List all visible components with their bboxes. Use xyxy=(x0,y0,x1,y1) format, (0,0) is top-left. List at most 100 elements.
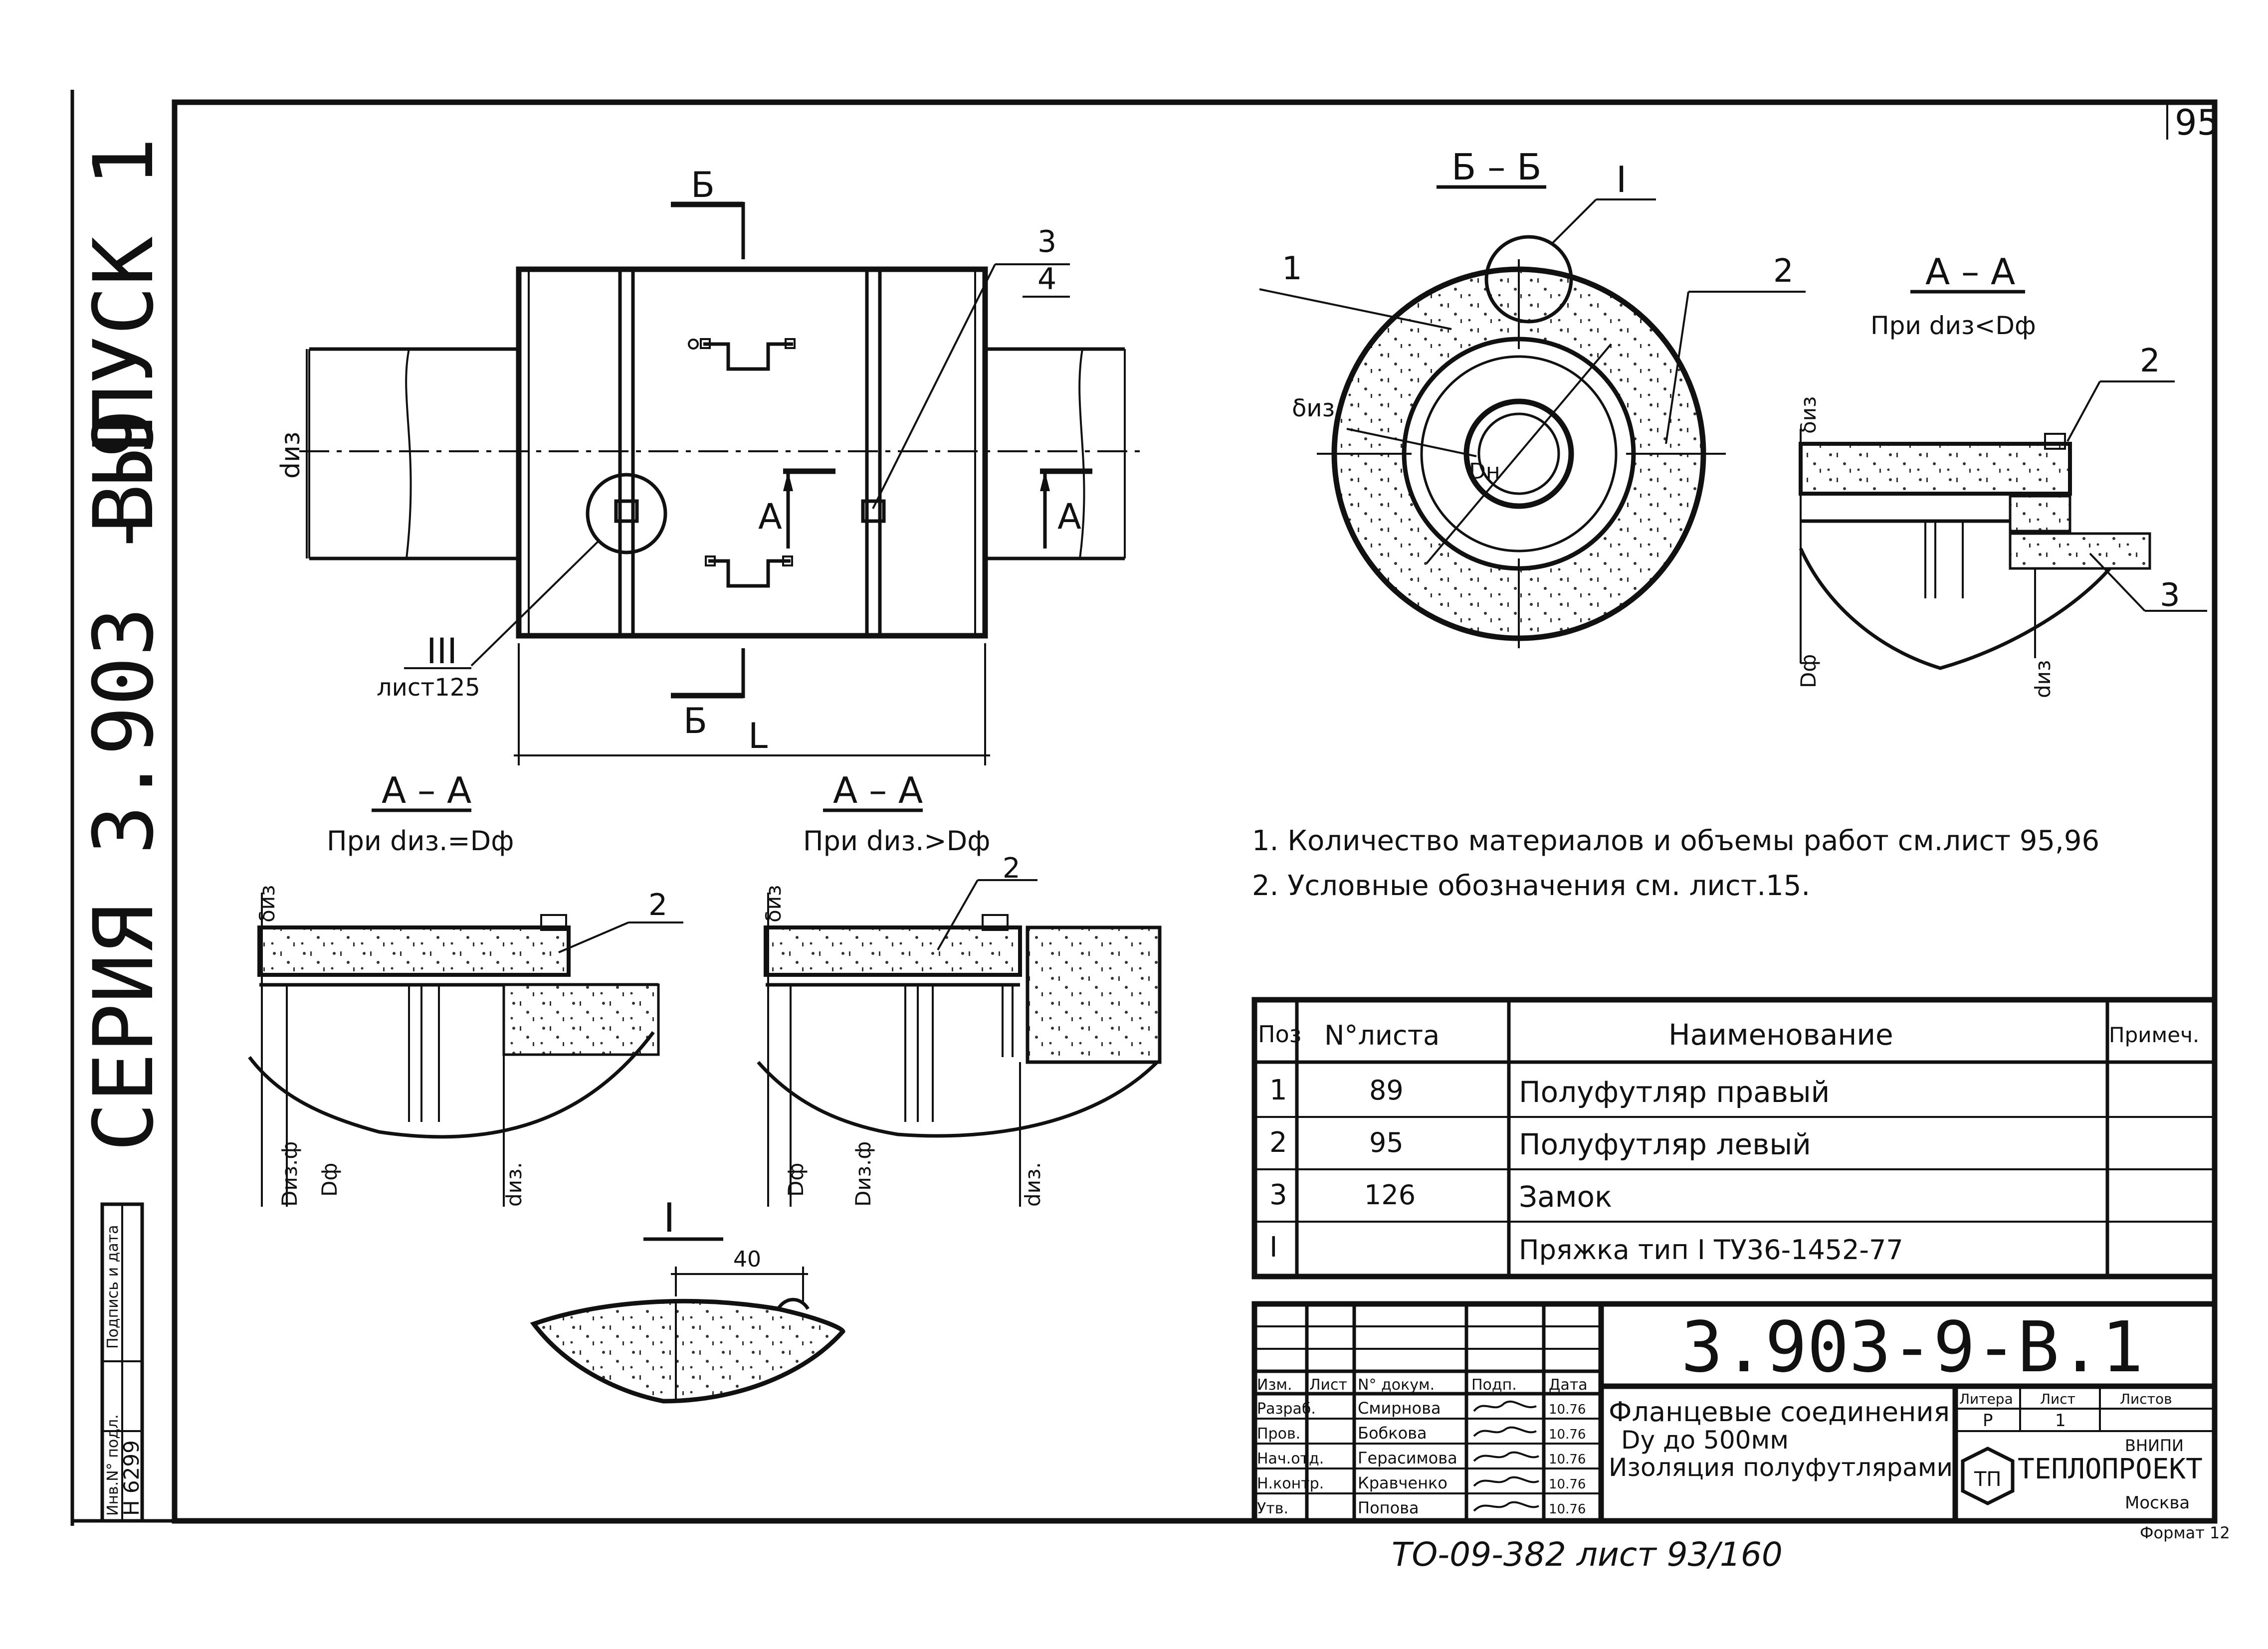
aa-mid-diz: dиз. xyxy=(1021,1162,1045,1207)
svg-text:10.76: 10.76 xyxy=(1549,1502,1586,1517)
spec-table: Поз N°листа Наименование Примеч. 1 89 По… xyxy=(1251,997,2218,1280)
svg-text:10.76: 10.76 xyxy=(1549,1477,1586,1492)
th-name: Наименование xyxy=(1668,1018,1893,1052)
aa-left-delta: δиз xyxy=(255,885,279,922)
aa-mid-label-2: 2 xyxy=(1003,852,1021,885)
footer-note: ТО-09-382 лист 93/160 xyxy=(1392,1535,1783,1574)
aa-right-delta: δиз xyxy=(1796,396,1821,434)
label-a-right: А xyxy=(1057,496,1081,537)
aa-right-condition: При dиз<Dф xyxy=(1870,311,2036,340)
bb-label-2: 2 xyxy=(1773,253,1794,290)
aa-left-condition: При dиз.=Dф xyxy=(327,825,514,857)
detail-i-title: I xyxy=(663,1195,675,1241)
detail-i: I 40 xyxy=(530,1195,845,1404)
row2-name: Полуфутляр левый xyxy=(1519,1127,1811,1161)
org-name: ТЕПЛОПРОЕКТ xyxy=(2018,1453,2203,1485)
svg-text:Дата: Дата xyxy=(1549,1376,1588,1394)
svg-text:Подпись и дата: Подпись и дата xyxy=(104,1225,122,1349)
svg-text:Изм.: Изм. xyxy=(1257,1376,1292,1394)
title-line-3: Изоляция полуфутлярами xyxy=(1609,1453,1953,1482)
page-corner-label: 95 xyxy=(2175,102,2219,143)
org-logo: ТП xyxy=(1961,1447,2015,1505)
aa-mid-delta: δиз xyxy=(761,885,786,922)
svg-text:10.76: 10.76 xyxy=(1549,1402,1586,1417)
svg-text:Подп.: Подп. xyxy=(1471,1376,1517,1394)
note-1: 1. Количество материалов и объемы работ … xyxy=(1252,825,2099,857)
section-b-top: Б xyxy=(691,165,715,205)
svg-text:N° докум.: N° докум. xyxy=(1358,1376,1435,1394)
aa-right-diz: dиз xyxy=(2031,660,2055,698)
callout-iii: III xyxy=(426,631,457,672)
title-line-1: Фланцевые соединения xyxy=(1609,1396,1950,1428)
note-2: 2. Условные обозначения см. лист.15. xyxy=(1252,870,1810,902)
section-aa-mid: А – А При dиз.>Dф δиз Dф Dиз.ф dиз. 2 xyxy=(757,769,1162,1207)
label-a-left: А xyxy=(758,496,782,537)
svg-text:Утв.: Утв. xyxy=(1257,1500,1288,1517)
notes: 1. Количество материалов и объемы работ … xyxy=(1252,825,2099,902)
format-label: Формат 12 xyxy=(2140,1523,2230,1542)
aa-mid-condition: При dиз.>Dф xyxy=(803,825,990,857)
row1-pos: 1 xyxy=(1269,1074,1287,1106)
label-3: 3 xyxy=(1037,224,1056,259)
svg-text:Н 6299: Н 6299 xyxy=(119,1440,144,1516)
svg-text:ТП: ТП xyxy=(1974,1468,2002,1491)
row1-name: Полуфутляр правый xyxy=(1519,1075,1830,1109)
th-sheet: N°листа xyxy=(1324,1020,1440,1051)
svg-text:Нач.отд.: Нач.отд. xyxy=(1257,1450,1324,1467)
aa-right-title: А – А xyxy=(1925,251,2015,293)
svg-text:Лист: Лист xyxy=(1309,1376,1347,1394)
svg-text:Кравченко: Кравченко xyxy=(1358,1473,1447,1492)
svg-text:Н.контр.: Н.контр. xyxy=(1257,1475,1324,1492)
aa-left-dph: Dф xyxy=(317,1163,342,1197)
aa-left-title: А – А xyxy=(382,769,471,811)
th-note: Примеч. xyxy=(2109,1023,2199,1047)
label-4: 4 xyxy=(1037,262,1056,297)
svg-text:Р: Р xyxy=(1983,1411,1993,1431)
section-b-bottom: Б xyxy=(683,701,707,741)
svg-text:Лист: Лист xyxy=(2040,1391,2075,1407)
aa-left-dizph: Dиз.ф xyxy=(277,1141,302,1207)
svg-text:10.76: 10.76 xyxy=(1549,1452,1586,1467)
aa-right-label-2: 2 xyxy=(2140,343,2160,379)
dim-diz-main: dиз xyxy=(276,432,306,479)
aa-right-label-3: 3 xyxy=(2160,577,2180,614)
th-pos: Поз xyxy=(1258,1021,1301,1048)
section-bb: Б – Б δиз Dн I 1 2 xyxy=(1259,146,1806,648)
aa-left-diz: dиз. xyxy=(502,1162,526,1207)
svg-text:10.76: 10.76 xyxy=(1549,1427,1586,1442)
row4-pos: I xyxy=(1269,1231,1278,1264)
org-city: Москва xyxy=(2125,1493,2190,1513)
org-small: ВНИПИ xyxy=(2125,1436,2184,1455)
svg-text:Листов: Листов xyxy=(2120,1391,2172,1407)
row3-pos: 3 xyxy=(1269,1179,1287,1211)
svg-text:1: 1 xyxy=(2055,1411,2066,1431)
main-view: III лист125 3 4 Б Б А А dиз L xyxy=(276,165,1142,765)
svg-text:Инв.N° подл.: Инв.N° подл. xyxy=(104,1414,122,1516)
dim-delta-bb: δиз xyxy=(1292,394,1335,422)
callout-iii-sheet: лист125 xyxy=(377,674,480,702)
row2-pos: 2 xyxy=(1269,1126,1287,1159)
aa-right-dph: Dф xyxy=(1796,654,1821,688)
section-aa-right: А – А При dиз<Dф δиз Dф dиз 2 3 xyxy=(1796,251,2207,698)
svg-text:Смирнова: Смирнова xyxy=(1358,1399,1441,1418)
row4-name: Пряжка тип I ТУ36-1452-77 xyxy=(1519,1234,1903,1266)
section-bb-title: Б – Б xyxy=(1451,146,1542,188)
detail-i-dim: 40 xyxy=(733,1247,761,1272)
row1-sheet: 89 xyxy=(1369,1075,1404,1106)
series-label: СЕРИЯ 3.903 - 9 xyxy=(76,409,172,1152)
dim-l: L xyxy=(748,716,768,756)
doc-code: 3.903-9-В.1 xyxy=(1681,1307,2143,1388)
aa-mid-dph: Dф xyxy=(784,1163,808,1197)
svg-text:Разраб.: Разраб. xyxy=(1257,1400,1316,1418)
svg-text:Литера: Литера xyxy=(1959,1391,2013,1407)
aa-left-label-2: 2 xyxy=(648,888,667,922)
aa-mid-title: А – А xyxy=(833,769,923,811)
dim-dn-bb: Dн xyxy=(1469,459,1500,484)
svg-text:Герасимова: Герасимова xyxy=(1358,1449,1457,1467)
bb-label-1: 1 xyxy=(1282,250,1302,287)
section-aa-left: А – А При dиз.=Dф δиз Dиз.ф Dф dиз. 2 xyxy=(248,769,683,1207)
row3-name: Замок xyxy=(1519,1180,1612,1214)
row2-sheet: 95 xyxy=(1369,1127,1404,1158)
callout-i-bb: I xyxy=(1616,159,1627,200)
